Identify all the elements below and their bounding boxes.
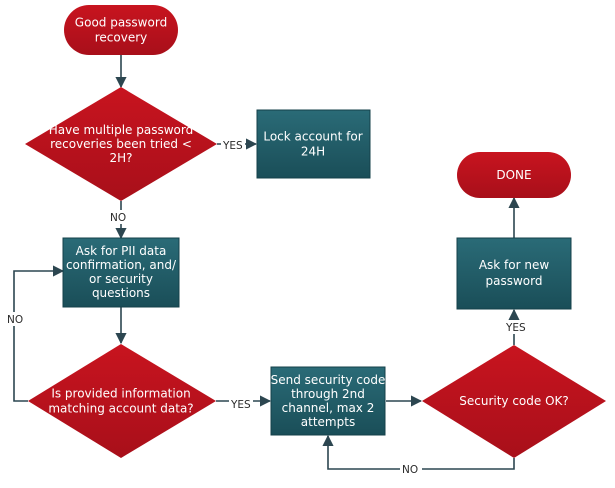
node-label-line: recovery <box>95 31 148 45</box>
node-label-line: matching account data? <box>48 402 193 416</box>
edge-info-match-no-loop <box>13 265 65 402</box>
new-password-process-text: Ask for new password <box>479 258 550 288</box>
node-label-line: or security <box>89 272 153 286</box>
node-label-line: Lock account for <box>263 130 362 144</box>
done-terminal-text: DONE <box>496 168 531 182</box>
node-label-line: Ask for new <box>479 258 550 272</box>
code-ok-decision-text: Security code OK? <box>459 394 569 408</box>
node-label-line: DONE <box>496 168 531 182</box>
node-label-line: questions <box>92 286 150 300</box>
edge-label-yes-send: YES <box>230 399 251 411</box>
done-terminal: DONE <box>457 152 571 198</box>
node-label-line: through 2nd <box>291 387 365 401</box>
edge-label-no-loop: NO <box>7 314 23 326</box>
edge-label-yes-lock: YES <box>222 140 243 152</box>
node-label-line: 24H <box>301 145 325 159</box>
node-label-line: Security code OK? <box>459 394 569 408</box>
node-label-line: channel, max 2 <box>282 401 375 415</box>
node-label-line: Send security code <box>271 373 386 387</box>
edge-label-no-pii: NO <box>110 212 126 224</box>
node-label-line: Good password <box>75 16 167 30</box>
node-label-line: password <box>486 274 543 288</box>
edge-label-yes-new: YES <box>505 322 526 334</box>
edge-label-no-retry: NO <box>402 464 418 476</box>
node-label-line: Is provided information <box>51 387 190 401</box>
code-ok-decision: Security code OK? <box>422 345 606 458</box>
node-label-line: recoveries been tried < <box>50 137 192 151</box>
node-label-line: 2H? <box>109 151 132 165</box>
node-label-line: Have multiple password <box>49 123 193 137</box>
node-label-line: attempts <box>301 415 355 429</box>
new-password-process: Ask for new password <box>456 237 572 310</box>
node-label-line: confirmation, and/ <box>66 258 177 272</box>
node-label-line: Ask for PII data <box>76 244 167 258</box>
